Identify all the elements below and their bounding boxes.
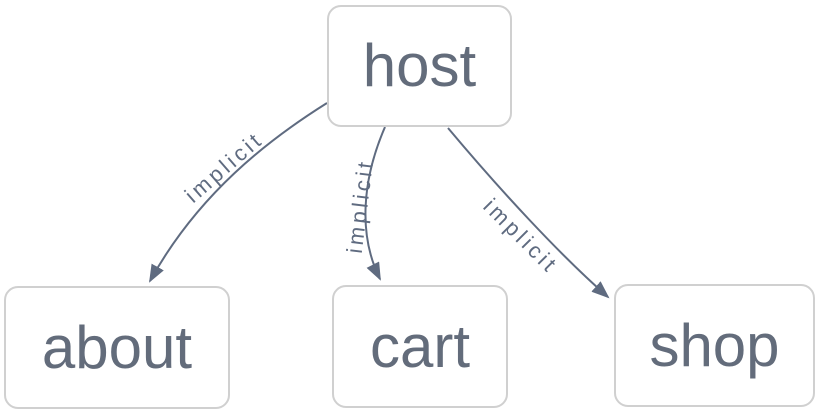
edge-line-host-cart bbox=[364, 126, 386, 281]
node-about-label: about bbox=[41, 313, 193, 381]
node-host-label: host bbox=[362, 32, 477, 99]
edge-host-about: implicit bbox=[149, 102, 328, 283]
edge-line-host-shop bbox=[447, 127, 610, 299]
node-about[interactable]: about bbox=[4, 286, 230, 409]
node-shop-label: shop bbox=[649, 311, 780, 379]
node-cart[interactable]: cart bbox=[332, 285, 508, 408]
node-host[interactable]: host bbox=[327, 5, 512, 127]
edge-label-host-shop: implicit bbox=[478, 193, 563, 278]
edge-label-host-cart: implicit bbox=[342, 157, 378, 255]
edge-host-cart: implicit bbox=[342, 126, 386, 281]
node-cart-label: cart bbox=[369, 312, 471, 380]
node-shop[interactable]: shop bbox=[614, 284, 815, 407]
edge-line-host-about bbox=[149, 102, 328, 283]
edge-host-shop: implicit bbox=[447, 127, 610, 299]
edge-label-host-about: implicit bbox=[180, 126, 268, 207]
